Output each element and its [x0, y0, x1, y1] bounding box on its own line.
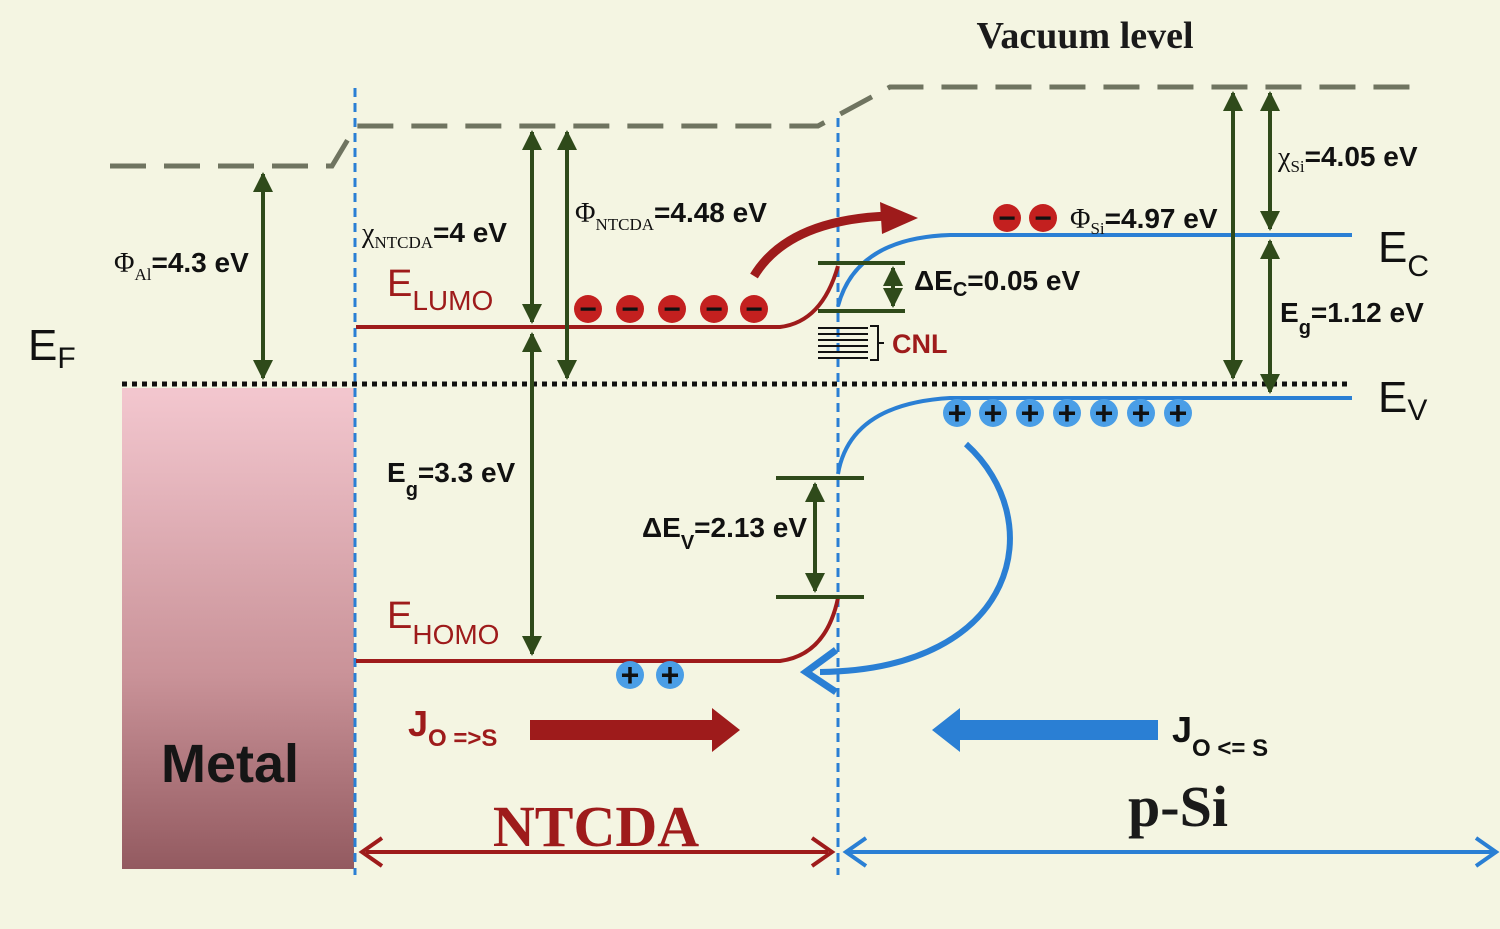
- hole: [1127, 399, 1155, 427]
- delta-ev-label: ΔEV=2.13 eV: [642, 512, 807, 554]
- minus-sign: −: [621, 293, 639, 326]
- hole: [656, 661, 684, 689]
- homo-label: EHOMO: [387, 595, 499, 650]
- cnl-label: CNL: [892, 329, 948, 359]
- hole: [1016, 399, 1044, 427]
- lumo-label: ELUMO: [387, 263, 493, 316]
- electron: [1029, 204, 1057, 232]
- hole: [616, 661, 644, 689]
- eg-si-label: Eg=1.12 eV: [1280, 297, 1424, 339]
- cnl-states: [818, 325, 884, 361]
- eg-ntcda-label: Eg=3.3 eV: [387, 457, 516, 501]
- electron-transfer-arrowhead: [880, 202, 918, 234]
- electron: [616, 295, 644, 323]
- vacuum-level-line: [110, 84, 1410, 169]
- hole: [1090, 399, 1118, 427]
- hole-signs: + + + + + + + + +: [621, 395, 1188, 693]
- metal-label: Metal: [161, 734, 299, 794]
- conduction-band-si: [836, 233, 1352, 307]
- plus-sign: +: [661, 657, 680, 693]
- phi-si-label: ΦSi=4.97 eV: [1070, 203, 1218, 238]
- ntcda-span-arrow: [358, 836, 836, 868]
- hole: [979, 399, 1007, 427]
- current-s-to-o-label: JO <= S: [1172, 709, 1268, 762]
- plus-sign: +: [1021, 395, 1040, 431]
- lumo-band: [356, 265, 840, 329]
- electron: [740, 295, 768, 323]
- plus-sign: +: [1058, 395, 1077, 431]
- ntcda-holes: [616, 661, 684, 689]
- minus-sign: −: [663, 293, 681, 326]
- electron: [658, 295, 686, 323]
- hole-transfer-arrowhead: [799, 647, 839, 695]
- plus-sign: +: [621, 657, 640, 693]
- ec-label: EC: [1378, 223, 1429, 283]
- hole-transfer-arrow: [819, 441, 1013, 675]
- hole: [1164, 399, 1192, 427]
- plus-sign: +: [1095, 395, 1114, 431]
- electron: [700, 295, 728, 323]
- electron: [574, 295, 602, 323]
- hole: [943, 399, 971, 427]
- si-holes: [943, 399, 1192, 427]
- minus-sign: −: [1034, 202, 1052, 235]
- psi-region-label: p-Si: [1128, 774, 1228, 839]
- minus-sign: −: [705, 293, 723, 326]
- homo-band: [356, 597, 840, 663]
- current-o-to-s-label: JO =>S: [408, 703, 497, 752]
- ntcda-electrons: [574, 295, 768, 323]
- current-o-to-s-arrow: [530, 708, 740, 752]
- electron-signs: − − − − − − −: [579, 202, 1052, 326]
- minus-sign: −: [579, 293, 597, 326]
- metal-block: [122, 388, 354, 869]
- minus-sign: −: [998, 202, 1016, 235]
- delta-ec-label: ΔEC=0.05 eV: [914, 265, 1080, 301]
- phi-al-label: ΦAl=4.3 eV: [114, 247, 249, 284]
- chi-ntcda-label: χNTCDA=4 eV: [361, 217, 507, 252]
- valence-band-si: [836, 396, 1352, 475]
- plus-sign: +: [1132, 395, 1151, 431]
- chi-si-label: χSi=4.05 eV: [1277, 141, 1418, 176]
- plus-sign: +: [984, 395, 1003, 431]
- fermi-level-label: EF: [28, 321, 76, 375]
- hole: [1053, 399, 1081, 427]
- psi-span-arrow: [842, 836, 1500, 868]
- phi-ntcda-label: ΦNTCDA=4.48 eV: [575, 197, 767, 234]
- electron: [993, 204, 1021, 232]
- ntcda-region-label: NTCDA: [493, 794, 699, 859]
- current-s-to-o-arrow: [932, 708, 1158, 752]
- si-electrons: [993, 204, 1057, 232]
- ev-label: EV: [1378, 373, 1427, 427]
- plus-sign: +: [1169, 395, 1188, 431]
- electron-transfer-arrow: [750, 211, 889, 279]
- plus-sign: +: [948, 395, 967, 431]
- vacuum-level-label: Vacuum level: [976, 15, 1193, 57]
- minus-sign: −: [745, 293, 763, 326]
